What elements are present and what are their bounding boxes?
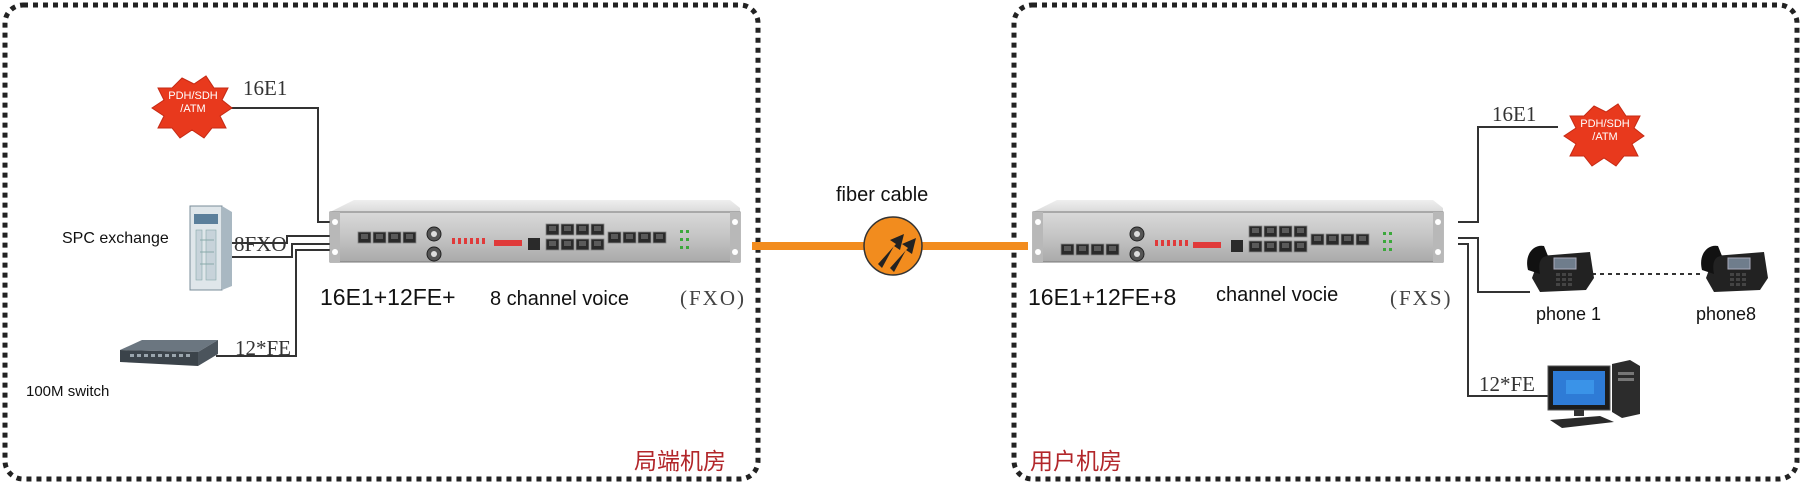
right-room-label: 用户机房 <box>1030 449 1122 474</box>
pdh-badge-left-text: PDH/SDH /ATM <box>168 90 218 115</box>
pdh-sdh-atm-badge-left <box>151 75 233 139</box>
left-connection-lines <box>210 107 330 357</box>
right-fe-label: 12*FE <box>1479 372 1536 396</box>
switch-label: 100M switch <box>26 383 110 400</box>
right-device-caption-voice: channel vocie <box>1216 284 1339 306</box>
left-multiplexer-device <box>329 200 741 263</box>
left-device-mode: (FXO) <box>680 286 746 310</box>
spc-exchange-icon <box>189 205 232 291</box>
left-e1-label: 16E1 <box>243 76 288 100</box>
fxo-port-label: 8FXO <box>234 232 287 256</box>
right-device-caption-main: 16E1+12FE+8 <box>1028 284 1177 310</box>
pdh-sdh-atm-badge-right <box>1563 103 1645 167</box>
pdh-badge-right-text: PDH/SDH /ATM <box>1580 118 1630 143</box>
phone-8-icon <box>1700 245 1769 293</box>
right-e1-label: 16E1 <box>1492 102 1537 126</box>
desktop-computer-icon <box>1547 360 1640 428</box>
right-connection-lines <box>1458 126 1560 397</box>
left-device-caption-voice: 8 channel voice <box>490 288 629 310</box>
right-multiplexer-device <box>1032 200 1444 263</box>
phone-8-label: phone8 <box>1696 304 1757 324</box>
phone-1-label: phone 1 <box>1536 304 1602 324</box>
100m-switch-icon <box>120 340 218 366</box>
fiber-cable <box>752 216 1028 276</box>
left-fe-label: 12*FE <box>235 336 292 360</box>
phone-1-icon <box>1526 245 1595 293</box>
fiber-cable-label: fiber cable <box>836 184 929 206</box>
left-room-label: 局端机房 <box>634 449 726 474</box>
right-device-mode: (FXS) <box>1390 286 1453 310</box>
right-site-boundary <box>1011 2 1800 482</box>
spc-exchange-label: SPC exchange <box>62 230 169 247</box>
left-device-caption-main: 16E1+12FE+ <box>320 284 456 310</box>
